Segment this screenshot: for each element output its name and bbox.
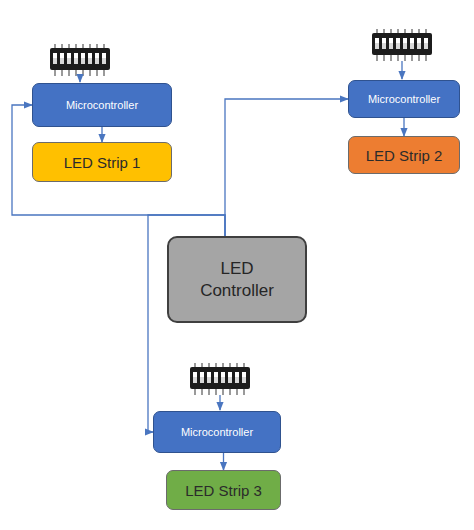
connector-arrow — [101, 127, 102, 142]
connector-arrow — [403, 118, 404, 136]
led-strip-box: LED Strip 3 — [166, 470, 281, 510]
connector-arrow — [225, 99, 348, 236]
node-label: Microcontroller — [368, 93, 440, 105]
led-strip-box: LED Strip 2 — [348, 136, 460, 174]
node-label: LED Controller — [191, 258, 283, 302]
dip-switch — [190, 363, 250, 395]
microcontroller-box: Microcontroller — [32, 83, 172, 127]
led-strip-box: LED Strip 1 — [32, 142, 172, 182]
microcontroller-box: Microcontroller — [153, 411, 281, 453]
switch-wire — [79, 76, 80, 82]
node-label: Microcontroller — [66, 99, 138, 111]
node-label: Microcontroller — [181, 426, 253, 438]
node-label: LED Strip 3 — [185, 482, 262, 499]
switch-wire — [401, 61, 402, 79]
dip-switch — [50, 44, 110, 76]
node-label: LED Strip 2 — [366, 147, 443, 164]
controller-box: LED Controller — [167, 236, 307, 323]
microcontroller-box: Microcontroller — [348, 80, 460, 118]
node-label: LED Strip 1 — [64, 154, 141, 171]
switch-wire — [219, 395, 220, 410]
dip-switch — [372, 29, 432, 61]
connector-arrow — [223, 453, 224, 470]
